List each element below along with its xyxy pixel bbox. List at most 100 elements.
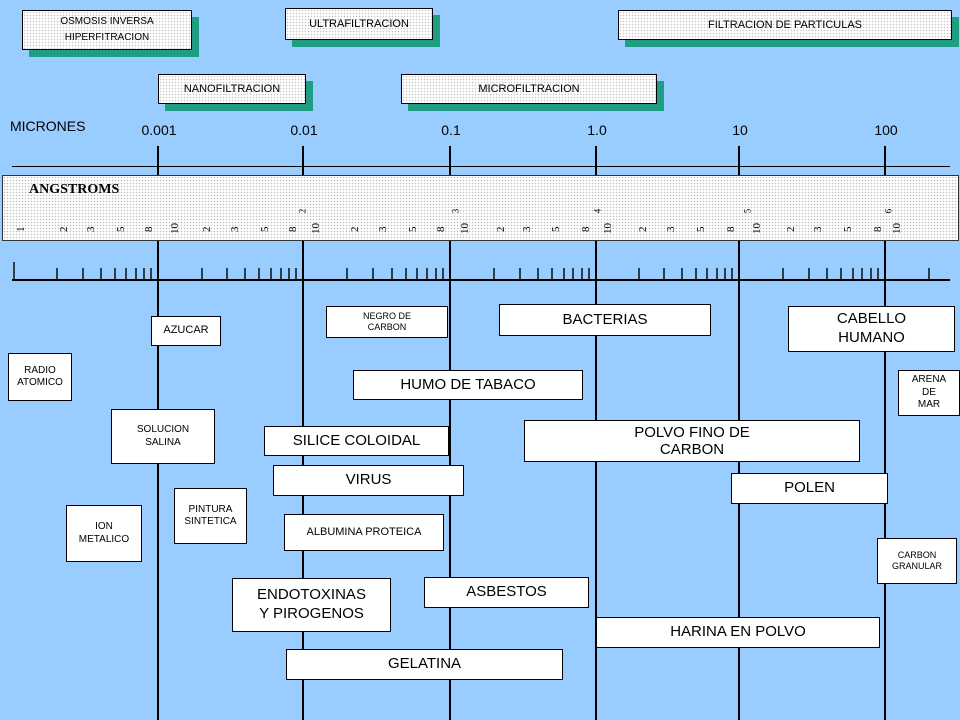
angstrom-digit: 1: [15, 226, 27, 233]
angstrom-digit: 2: [495, 226, 507, 233]
arena-label-1: ARENA: [911, 374, 947, 386]
polvo-label-1: POLVO FINO DE: [634, 423, 750, 441]
ultrafiltracion-label: ULTRAFILTRACION: [309, 18, 409, 30]
angstrom-exponent: 5: [742, 208, 753, 214]
polen-box: POLEN: [731, 473, 888, 504]
angstrom-digit: 2: [349, 226, 361, 233]
solucion-label-2: SALINA: [145, 436, 181, 448]
angstrom-digit: 2: [201, 226, 213, 233]
ion-label-2: METALICO: [78, 533, 130, 545]
azucar-box: AZUCAR: [151, 316, 221, 346]
solucion-label-1: SOLUCION: [136, 424, 190, 435]
nanofiltracion-box: NANOFILTRACION: [158, 74, 306, 104]
microfiltracion-label: MICROFILTRACION: [478, 83, 580, 95]
ion-metalico-box: ION METALICO: [66, 505, 142, 562]
micron-tick-100: 100: [874, 122, 898, 138]
asbestos-label: ASBESTOS: [466, 583, 547, 601]
angstrom-digit: 3: [665, 226, 677, 233]
pintura-label-2: SINTETICA: [184, 516, 237, 527]
pintura-sintetica-box: PINTURA SINTETICA: [174, 488, 247, 544]
micrones-label: MICRONES: [10, 118, 86, 134]
ruler-ticks: [12, 262, 950, 281]
angstrom-exponent: 4: [592, 208, 603, 214]
cabello-humano-box: CABELLO HUMANO: [788, 306, 955, 352]
gelatina-label: GELATINA: [387, 655, 462, 673]
angstrom-digit: 3: [521, 226, 533, 233]
carbon-granular-label-2: GRANULAR: [891, 561, 942, 571]
angstrom-digit: 5: [115, 226, 127, 233]
micron-tick-001: 0.01: [290, 122, 318, 138]
pintura-label-1: PINTURA: [188, 503, 233, 515]
angstrom-digit: 3: [229, 226, 241, 233]
angstrom-digit: 2: [637, 226, 649, 233]
angstrom-digit: 8: [725, 226, 737, 233]
radio-label-2: ATOMICO: [17, 377, 63, 388]
micron-tick-10: 10: [732, 122, 748, 138]
harina-polvo-box: HARINA EN POLVO: [596, 617, 880, 648]
carbon-granular-label-1: CARBON: [897, 549, 937, 560]
decade-line-100: [884, 146, 886, 720]
humo-tabaco-box: HUMO DE TABACO: [353, 370, 583, 400]
hiperfiltracion-label: HIPERFITRACION: [64, 32, 150, 43]
angstrom-exponent: 6: [883, 208, 894, 214]
angstrom-digit: 10: [891, 223, 903, 234]
angstrom-digit: 10: [310, 223, 322, 234]
negro-carbon-label-2: CARBON: [367, 322, 407, 332]
radio-atomico-box: RADIO ATOMICO: [8, 353, 72, 401]
virus-label: VIRUS: [345, 471, 392, 489]
angstrom-digit: 8: [872, 226, 884, 233]
humo-label: HUMO DE TABACO: [400, 375, 536, 393]
micron-tick-1: 1.0: [587, 122, 607, 138]
angstrom-digit: 8: [580, 226, 592, 233]
osmosis-inversa-label: OSMOSIS INVERSA: [60, 16, 154, 27]
arena-mar-box: ARENA DE MAR: [898, 370, 960, 416]
angstrom-digit: 8: [287, 226, 299, 233]
angstrom-digit: 8: [435, 226, 447, 233]
angstrom-digit: 3: [812, 226, 824, 233]
arena-label-3: MAR: [917, 399, 941, 411]
solucion-salina-box: SOLUCION SALINA: [111, 409, 215, 464]
polen-label: POLEN: [784, 479, 835, 497]
angstrom-digit: 10: [169, 223, 181, 234]
carbon-granular-box: CARBON GRANULAR: [877, 538, 957, 584]
angstrom-digit: 5: [407, 226, 419, 233]
angstrom-digit: 5: [695, 226, 707, 233]
silice-label: SILICE COLOIDAL: [292, 431, 421, 449]
albumina-label: ALBUMINA PROTEICA: [306, 525, 422, 538]
angstrom-digit: 8: [143, 226, 155, 233]
harina-label: HARINA EN POLVO: [670, 623, 806, 641]
albumina-proteica-box: ALBUMINA PROTEICA: [284, 514, 444, 551]
arena-label-2: DE: [922, 386, 936, 398]
angstrom-exponent: 3: [450, 208, 461, 214]
angstrom-digit: 2: [785, 226, 797, 233]
negro-carbon-label-1: NEGRO DE: [362, 310, 411, 321]
angstrom-digit: 5: [259, 226, 271, 233]
microfiltracion-box: MICROFILTRACION: [401, 74, 657, 104]
log-tick-ruler: [12, 262, 950, 281]
angstrom-exponent: 2: [297, 208, 308, 214]
gelatina-box: GELATINA: [286, 649, 563, 680]
silice-coloidal-box: SILICE COLOIDAL: [264, 426, 449, 456]
virus-box: VIRUS: [273, 465, 464, 496]
filtracion-particulas-label: FILTRACION DE PARTICULAS: [707, 19, 863, 31]
angstrom-digit: 3: [377, 226, 389, 233]
micron-axis-line: [12, 166, 950, 167]
azucar-label: AZUCAR: [163, 324, 209, 337]
micron-tick-0001: 0.001: [141, 122, 177, 138]
polvo-label-2: CARBON: [659, 441, 725, 458]
endotoxinas-label-2: Y PIROGENOS: [259, 605, 364, 622]
endotoxinas-label-1: ENDOTOXINAS: [257, 586, 366, 604]
angstrom-digit: 5: [550, 226, 562, 233]
endotoxinas-box: ENDOTOXINAS Y PIROGENOS: [232, 578, 391, 632]
angstrom-digit: 10: [459, 223, 471, 234]
negro-carbon-box: NEGRO DE CARBON: [326, 306, 448, 338]
polvo-fino-carbon-box: POLVO FINO DE CARBON: [524, 420, 860, 462]
nanofiltracion-label: NANOFILTRACION: [183, 83, 281, 95]
asbestos-box: ASBESTOS: [424, 577, 589, 608]
angstrom-digit: 3: [85, 226, 97, 233]
ion-label-1: ION: [95, 521, 113, 532]
filtracion-particulas-box: FILTRACION DE PARTICULAS: [618, 10, 952, 40]
angstrom-digit: 10: [751, 223, 763, 234]
cabello-label-1: CABELLO: [836, 310, 907, 328]
